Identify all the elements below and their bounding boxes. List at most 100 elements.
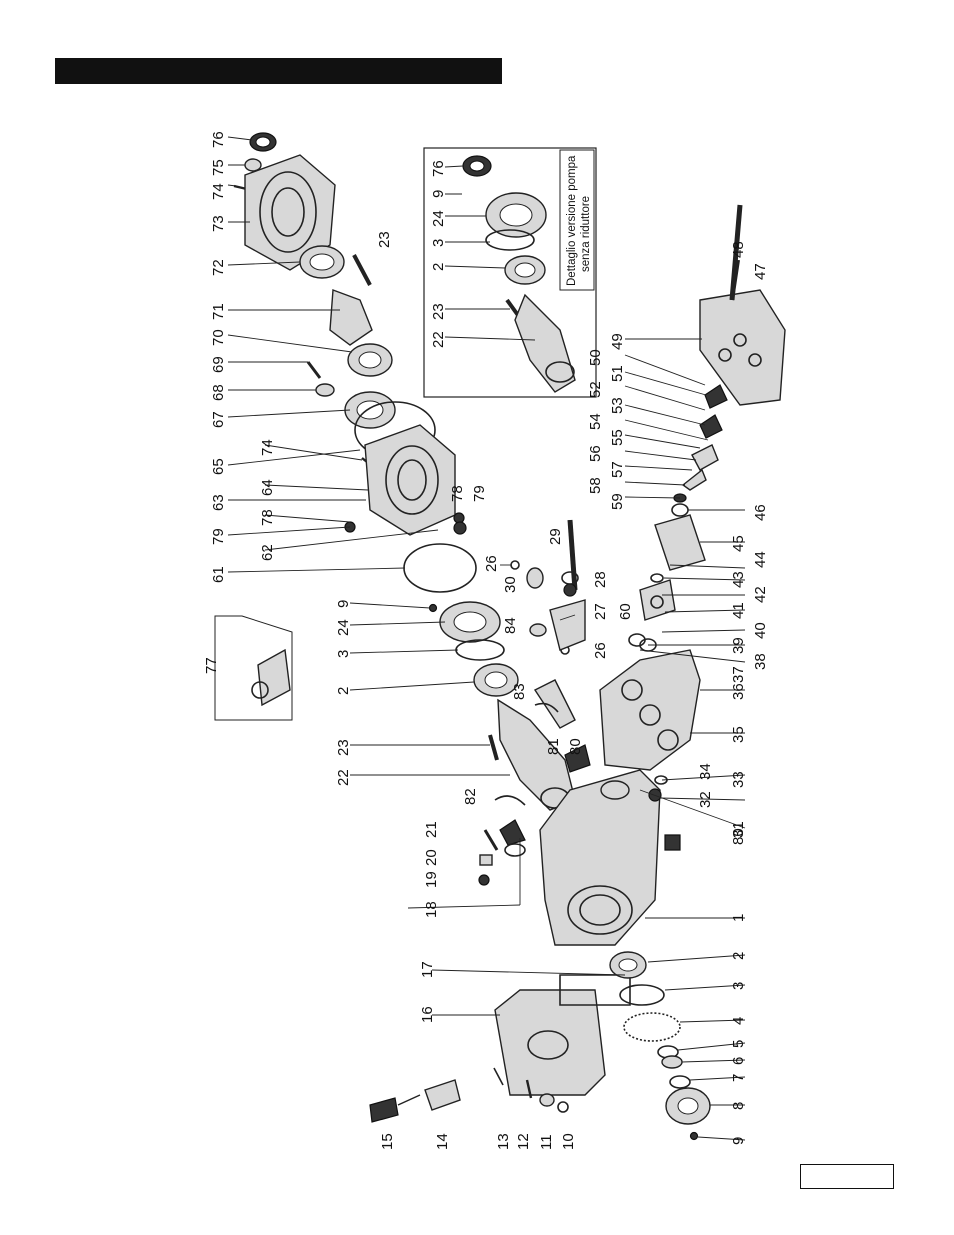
shaft-71-part	[329, 289, 373, 346]
label-59: 59	[609, 493, 626, 510]
label-5: 5	[730, 1040, 747, 1048]
label-16: 16	[419, 1006, 436, 1023]
label-23-inset: 23	[430, 303, 447, 320]
label-23-middle: 23	[335, 739, 352, 756]
label-41: 41	[730, 602, 747, 619]
label-70: 70	[210, 329, 227, 346]
plug-75-part	[244, 158, 262, 172]
label-14: 14	[434, 1133, 451, 1150]
label-9-middle: 9	[335, 600, 352, 608]
label-76-upper: 76	[210, 131, 227, 148]
label-75: 75	[210, 159, 227, 176]
label-26-upper: 26	[483, 555, 500, 572]
label-33: 33	[730, 771, 747, 788]
label-3-lower: 3	[730, 982, 747, 990]
label-38: 38	[752, 653, 769, 670]
label-24-inset: 24	[430, 210, 447, 227]
label-15: 15	[379, 1133, 396, 1150]
label-32: 32	[697, 791, 714, 808]
label-27: 27	[592, 603, 609, 620]
lower-assembly	[369, 951, 711, 1141]
label-9-inset: 9	[430, 190, 447, 198]
label-58: 58	[587, 477, 604, 494]
label-72: 72	[210, 259, 227, 276]
label-51: 51	[609, 365, 626, 382]
label-79-right: 79	[471, 485, 488, 502]
label-6: 6	[730, 1057, 747, 1065]
label-73: 73	[210, 215, 227, 232]
label-1: 1	[730, 914, 747, 922]
label-17: 17	[419, 961, 436, 978]
label-60: 60	[617, 603, 634, 620]
label-45: 45	[730, 535, 747, 552]
screw-69-part	[306, 361, 322, 379]
label-29: 29	[547, 528, 564, 545]
label-39: 39	[730, 637, 747, 654]
label-77: 77	[203, 657, 220, 674]
label-74-upper: 74	[210, 183, 227, 200]
label-47: 47	[752, 263, 769, 280]
label-80-lower: 80	[730, 828, 747, 845]
label-31: 31	[730, 821, 747, 838]
label-28: 28	[592, 571, 609, 588]
label-2-inset: 2	[430, 263, 447, 271]
inset-frame-conrod	[214, 615, 293, 721]
crankshaft-assembly	[251, 519, 591, 811]
inset-parts	[462, 155, 576, 393]
label-23-upper: 23	[376, 231, 393, 248]
label-13: 13	[495, 1133, 512, 1150]
label-78-right: 78	[449, 485, 466, 502]
label-12: 12	[515, 1133, 532, 1150]
reducer-assembly	[233, 132, 477, 593]
label-24-middle: 24	[335, 619, 352, 636]
label-48: 48	[730, 241, 747, 258]
label-2-middle: 2	[335, 687, 352, 695]
label-2-lower: 2	[730, 952, 747, 960]
label-83: 83	[511, 683, 528, 700]
inset-caption-line1: Dettaglio versione pompa	[566, 155, 578, 286]
label-8: 8	[730, 1102, 747, 1110]
label-69: 69	[210, 356, 227, 373]
label-62: 62	[259, 544, 276, 561]
label-68: 68	[210, 384, 227, 401]
label-78-left: 78	[259, 509, 276, 526]
label-43: 43	[730, 571, 747, 588]
label-42: 42	[752, 586, 769, 603]
label-53: 53	[609, 397, 626, 414]
label-22-inset: 22	[430, 331, 447, 348]
label-80-upper: 80	[567, 738, 584, 755]
part-labels: 76 75 74 73 72 23 71 70 69 68 67 74 65 6…	[203, 131, 769, 1150]
label-44: 44	[752, 551, 769, 568]
label-61: 61	[210, 566, 227, 583]
label-55: 55	[609, 429, 626, 446]
label-54: 54	[587, 413, 604, 430]
label-11: 11	[538, 1134, 555, 1150]
washer-68-part	[315, 383, 335, 397]
gasket-61-part	[403, 543, 477, 593]
label-36: 36	[730, 683, 747, 700]
label-64: 64	[259, 479, 276, 496]
label-76-inset: 76	[430, 160, 447, 177]
inset-caption-box	[559, 149, 595, 291]
label-50: 50	[587, 349, 604, 366]
label-3-middle: 3	[335, 650, 352, 658]
reducer-housing-63-part	[364, 424, 456, 536]
page-number-box	[800, 1164, 894, 1189]
label-21: 21	[423, 821, 440, 838]
label-30: 30	[502, 576, 519, 593]
label-65: 65	[210, 458, 227, 475]
label-35: 35	[730, 726, 747, 743]
crankcase-assembly	[478, 769, 681, 946]
label-37: 37	[730, 666, 747, 683]
label-3-inset: 3	[430, 239, 447, 247]
leader-lines	[227, 136, 746, 1141]
label-20: 20	[423, 849, 440, 866]
block-head-assembly	[599, 204, 786, 802]
label-40: 40	[752, 622, 769, 639]
header-bar	[55, 58, 502, 84]
label-81: 81	[545, 738, 562, 755]
inset-frame-no-reducer	[423, 147, 597, 398]
label-57: 57	[609, 461, 626, 478]
label-74-lower: 74	[259, 439, 276, 456]
